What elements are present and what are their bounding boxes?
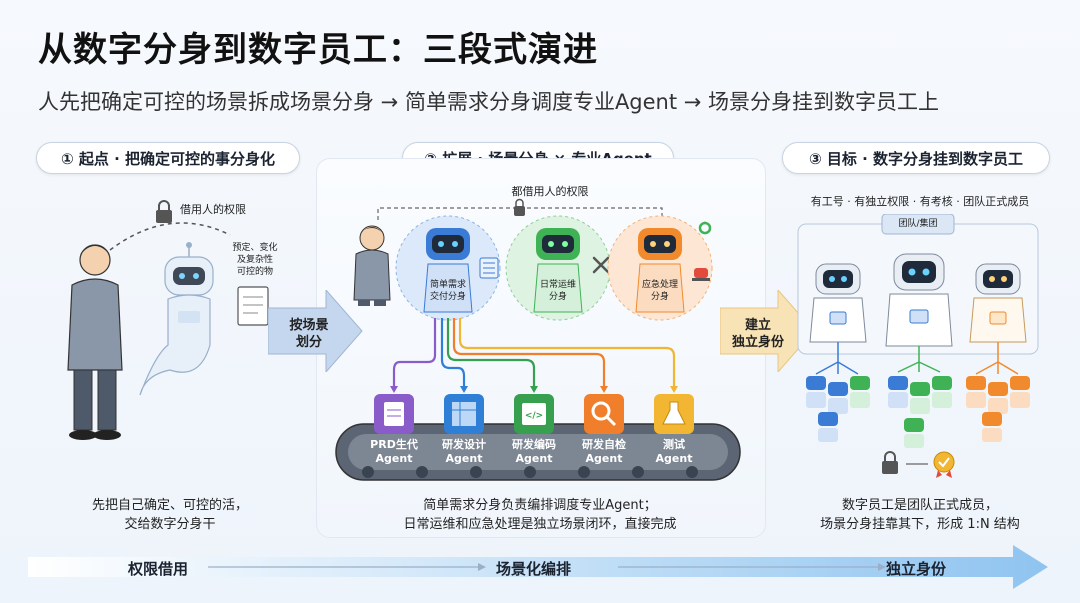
agent-label-design: 研发设计 Agent <box>428 438 500 466</box>
person-icon <box>67 244 123 440</box>
lock-icon <box>514 198 525 216</box>
svg-text:</>: </> <box>525 411 543 421</box>
agent-label-test: 测试 Agent <box>638 438 710 466</box>
task-note-line-3: 可控的物 <box>236 267 273 278</box>
page-subtitle: 人先把确定可控的场景拆成场景分身 → 简单需求分身调度专业Agent → 场景分… <box>38 90 940 114</box>
stage3-attrs: 有工号 · 有独立权限 · 有考核 · 团队正式成员 <box>810 195 1030 208</box>
avatar-label-ops: 日常运维 分身 <box>522 280 594 303</box>
agent-selfcheck-box <box>584 394 624 434</box>
avatar-requirement-delivery <box>395 215 501 321</box>
person-icon <box>353 225 391 306</box>
stage1-arrow-label: 按场景 划分 <box>268 318 350 352</box>
agent-label-line: Agent <box>655 451 693 465</box>
stage3-caption-line-2: 场景分身挂靠其下，形成 1:N 结构 <box>820 516 1020 532</box>
stage1-to-2-arrow <box>268 290 363 372</box>
mini-robots-green <box>888 376 952 448</box>
agent-coding-box: </> <box>514 394 554 434</box>
agent-label-selfcheck: 研发自检 Agent <box>568 438 640 466</box>
avatar-label-line: 分身 <box>548 291 567 302</box>
avatar-emergency <box>607 215 713 321</box>
alarm-icon <box>692 268 710 281</box>
avatar-label-line: 简单需求 <box>429 280 466 290</box>
lock-icon <box>882 451 898 474</box>
bottom-stage-3: 独立身份 <box>886 560 947 578</box>
loop-icon <box>698 221 712 235</box>
agent-label-line: PRD生代 <box>370 438 418 451</box>
stage2-caption-line-2: 日常运维和应急处理是独立场景闭环，直接完成 <box>403 516 677 532</box>
stage3-caption-line-1: 数字员工是团队正式成员， <box>841 498 998 513</box>
stage1-header: ① 起点 · 把确定可控的事分身化 <box>36 142 300 174</box>
mini-robots-blue <box>806 376 870 442</box>
mini-robots-orange <box>966 376 1030 442</box>
stage1-caption-line-1: 先把自己确定、可控的活， <box>91 498 248 513</box>
agent-label-coding: 研发编码 Agent <box>498 438 570 466</box>
stage2-to-3-arrow <box>720 290 815 372</box>
ghost-robot-icon <box>139 242 214 396</box>
digital-employee-3 <box>969 263 1027 343</box>
stage3-caption: 数字员工是团队正式成员， 场景分身挂靠其下，形成 1:N 结构 <box>790 497 1050 535</box>
team-label: 团队/集团 <box>898 219 938 229</box>
agent-label-line: Agent <box>585 451 623 465</box>
agent-label-prd: PRD生代 Agent <box>358 438 430 466</box>
arrow2-line-1: 建立 <box>744 318 771 333</box>
agent-label-line: Agent <box>515 451 553 465</box>
avatar-label-line: 日常运维 <box>539 280 576 290</box>
digital-employee-1 <box>809 263 867 343</box>
shared-permission-label: 都借用人的权限 <box>511 185 589 198</box>
stage2-caption-line-1: 简单需求分身负责编排调度专业Agent； <box>423 498 657 513</box>
stage2-illustration: </> <box>335 198 741 481</box>
task-note-line-1: 预定、变化 <box>232 243 278 253</box>
stage3-header: ③ 目标 · 数字分身挂到数字员工 <box>782 142 1050 174</box>
progress-arrow-bar <box>28 545 1048 589</box>
stage2-caption: 简单需求分身负责编排调度专业Agent； 日常运维和应急处理是独立场景闭环，直接… <box>340 497 740 535</box>
stage1-caption: 先把自己确定、可控的活， 交给数字分身干 <box>60 497 280 535</box>
agent-label-line: 研发自检 <box>582 438 626 451</box>
stage2-arrow-label: 建立 独立身份 <box>718 318 798 352</box>
agent-label-line: Agent <box>375 451 413 465</box>
agent-label-line: 测试 <box>663 438 685 451</box>
bottom-stage-2: 场景化编排 <box>496 560 572 578</box>
digital-employee-2 <box>885 253 953 347</box>
arrow1-line-1: 按场景 <box>289 318 329 333</box>
avatar-label-emergency: 应急处理 分身 <box>624 280 696 303</box>
task-note-line-2: 及复杂性 <box>236 255 273 266</box>
avatar-daily-ops <box>505 215 611 321</box>
document-icon <box>237 286 269 326</box>
agent-label-line: Agent <box>445 451 483 465</box>
stage1-illustration <box>67 200 269 440</box>
avatar-label-line: 应急处理 <box>641 280 678 290</box>
agent-design-box <box>444 394 484 434</box>
stage3-illustration <box>797 214 1039 478</box>
medal-icon <box>933 451 955 478</box>
agent-prd-box <box>374 394 414 434</box>
bottom-stage-1: 权限借用 <box>128 560 189 578</box>
stage1-lock-label: 借用人的权限 <box>180 203 246 216</box>
agent-label-line: 研发设计 <box>442 438 486 451</box>
avatar-label-line: 交付分身 <box>429 291 466 302</box>
arrow1-line-2: 划分 <box>295 334 322 350</box>
avatar-label-requirement: 简单需求 交付分身 <box>412 280 484 303</box>
stage1-task-note: 预定、变化 及复杂性 可控的物 <box>222 242 288 278</box>
tools-icon <box>592 256 610 274</box>
agent-label-line: 研发编码 <box>512 438 556 451</box>
stage1-caption-line-2: 交给数字分身干 <box>124 516 216 532</box>
arrow2-line-2: 独立身份 <box>731 334 784 350</box>
page-title: 从数字分身到数字员工：三段式演进 <box>38 30 598 70</box>
list-icon <box>479 257 499 279</box>
agent-test-box <box>654 394 694 434</box>
lock-icon <box>156 200 172 223</box>
avatar-label-line: 分身 <box>650 291 669 302</box>
